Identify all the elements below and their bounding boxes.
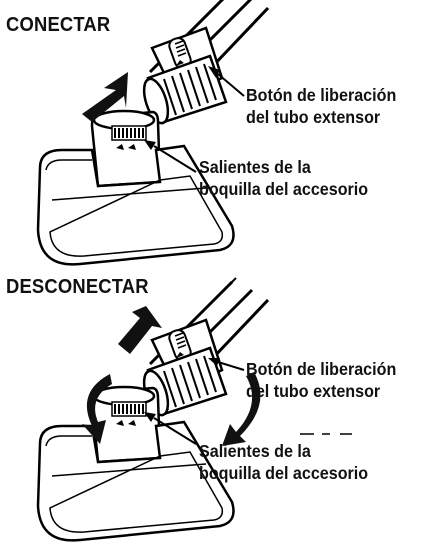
label-line: Botón de liberación — [246, 359, 397, 379]
disconnect-heading: DESCONECTAR — [6, 276, 149, 298]
disconnect-release-button-label: Botón de liberación del tubo extensor — [246, 358, 396, 402]
pull-up-arrow-icon — [118, 306, 162, 354]
connect-heading: CONECTAR — [6, 14, 111, 36]
disconnect-release-leader-line — [217, 361, 245, 371]
connect-release-button-label: Botón de liberación del tubo extensor — [246, 84, 396, 128]
label-line: Botón de liberación — [246, 85, 397, 105]
label-line: Salientes de la — [199, 157, 311, 177]
label-line: boquilla del accesorio — [199, 463, 369, 483]
disconnect-tabs-label: Salientes de la boquilla del accesorio — [199, 440, 368, 484]
connect-release-leader-line — [217, 73, 245, 97]
label-line: boquilla del accesorio — [199, 179, 369, 199]
connect-tabs-label: Salientes de la boquilla del accesorio — [199, 156, 368, 200]
label-line: del tubo extensor — [246, 107, 381, 127]
twist-right-arrow-icon — [222, 372, 261, 446]
label-line: del tubo extensor — [246, 381, 381, 401]
twist-left-arrow-icon — [82, 374, 112, 444]
attach-arrow-icon — [82, 72, 128, 122]
connect-tabs-leader-line — [153, 145, 197, 173]
disconnect-tabs-leader-line — [153, 417, 197, 445]
label-line: Salientes de la — [199, 441, 311, 461]
